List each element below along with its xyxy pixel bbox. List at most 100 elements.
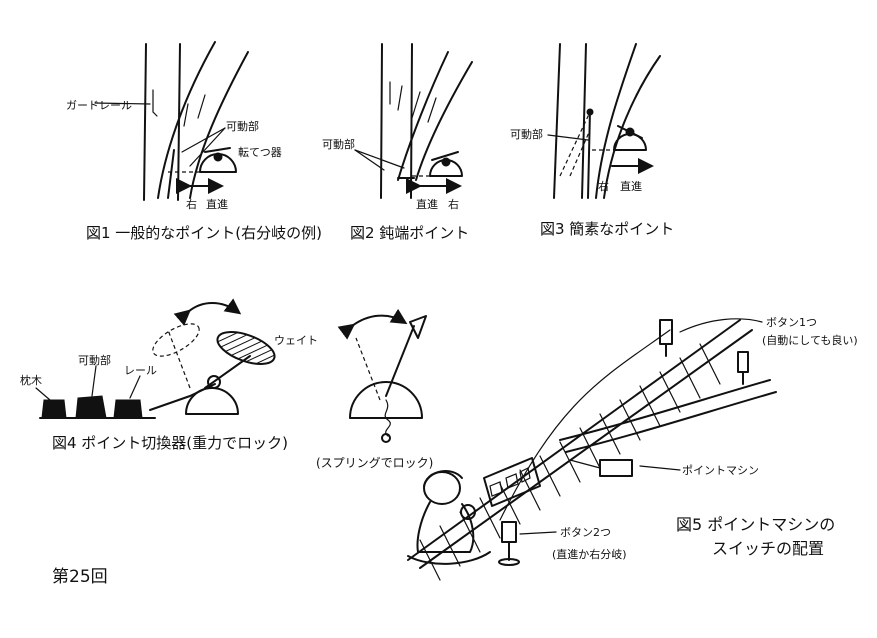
fig5-wire	[499, 329, 671, 521]
fig1-diverging-rail	[157, 41, 216, 199]
fig5-button2-leader	[519, 531, 557, 535]
fig1-movable-rail	[167, 149, 175, 199]
fig4-movable-block	[75, 395, 107, 419]
fig5-button1b-box	[737, 351, 749, 373]
fig5-machine-leader	[639, 465, 681, 471]
fig4-spring-caption: (スプリングでロック)	[316, 456, 434, 470]
fig1-guardrail-left	[152, 89, 158, 117]
fig5-person-cap	[423, 470, 463, 487]
fig2-movable-leader	[354, 149, 385, 171]
fig5-sleepers	[419, 343, 721, 581]
fig2-rail-left	[380, 43, 383, 199]
fig5-person-body	[416, 501, 475, 553]
fig4-rail-label: レール	[124, 364, 157, 377]
fig5-button1-box	[659, 319, 673, 345]
fig4-alt-arm	[167, 329, 191, 389]
fig4-alt-weight	[152, 323, 200, 357]
fig3-movable-leader	[547, 134, 589, 141]
fig3-alt-position-1	[559, 111, 591, 177]
fig4-rail-leader	[129, 375, 141, 399]
fig3-movable-label: 可動部	[510, 128, 543, 141]
fig2-movable-label: 可動部	[322, 138, 355, 151]
fig1-switch-label: 転てつ器	[238, 146, 282, 159]
fig1-straight-label: 直進	[206, 198, 228, 211]
fig3-caption: 図3 簡素なポイント	[540, 220, 675, 238]
fig5-track-main-rail2	[419, 329, 753, 569]
fig4-drawing	[35, 298, 276, 419]
spring-coil	[384, 399, 391, 437]
fig5-point-machine	[599, 459, 633, 477]
fig2-guard-4	[427, 97, 437, 123]
fig4-movable-leader	[91, 365, 97, 397]
fig2-guard-2	[397, 85, 403, 111]
fig2-drawing	[354, 43, 473, 199]
fig2-switch-lever	[431, 151, 459, 161]
fig1-guardrail-leader	[94, 102, 151, 105]
fig1-movable-leader	[181, 127, 226, 153]
fig5-caption-line1: 図5 ポイントマシンの	[676, 515, 836, 534]
fig5-button2-note: (直進か右分岐)	[552, 548, 627, 561]
fig1-switch-lever	[204, 147, 231, 153]
episode-number: 第25回	[52, 567, 108, 587]
fig4-caption: 図4 ポイント切換器(重力でロック)	[52, 434, 289, 452]
fig5-train-windows	[489, 467, 531, 497]
fig5-machine-rod	[569, 459, 601, 469]
fig5-train-body	[483, 457, 541, 507]
fig1-guardrail-mid	[183, 103, 189, 127]
fig3-alt-position-2	[569, 129, 591, 177]
fig4-swing-arrow	[173, 298, 242, 326]
spring-anchor	[381, 433, 391, 443]
fig3-lever-pivot	[625, 127, 635, 137]
fig1-right-label: 右	[186, 198, 197, 211]
fig5-button1-label: ボタン1つ	[766, 316, 817, 329]
fig3-rail-right	[581, 43, 587, 199]
fig4-pivot	[207, 375, 221, 389]
fig1-guardrail-label: ガードレール	[66, 99, 132, 112]
fig4-sleeper-block-1	[41, 399, 67, 419]
spring-swing-arrow	[337, 308, 408, 340]
fig2-rail-right	[410, 43, 413, 199]
fig3-rail-left	[553, 43, 561, 199]
fig1-guardrail-right	[197, 94, 206, 119]
fig5-button2-label: ボタン2つ	[560, 526, 611, 539]
fig2-caption: 図2 鈍端ポイント	[350, 224, 470, 242]
fig5-branch-rail1	[559, 379, 771, 441]
fig1-movable-label: 可動部	[226, 120, 259, 133]
fig5-button1-leader	[679, 318, 763, 333]
fig2-right-label: 右	[448, 198, 459, 211]
fig2-lever-pivot	[441, 157, 451, 167]
fig5-caption-line2: スイッチの配置	[712, 539, 825, 558]
fig2-straight-label: 直進	[416, 198, 438, 211]
fig5-button1-note: (自動にしても良い)	[762, 334, 858, 347]
fig5-button2-base	[498, 558, 520, 566]
fig3-drawing	[547, 43, 661, 199]
fig2-diverging-outer	[415, 61, 473, 181]
fig1-caption: 図1 一般的なポイント(右分岐の例)	[86, 224, 323, 242]
spring-lever	[385, 325, 415, 397]
fig2-guard-3	[411, 91, 421, 119]
fig1-movable-leader2	[189, 127, 226, 167]
fig2-diverging-rail	[397, 51, 449, 181]
fig4-movable-label: 可動部	[78, 354, 111, 367]
fig4-sleeper-leader	[35, 387, 51, 401]
fig3-diverging-rail	[595, 43, 637, 199]
fig4-pivot-housing	[185, 387, 239, 415]
spring-pivot-housing	[349, 381, 423, 419]
fig1-lever-pivot	[213, 152, 223, 162]
fig5-controller	[460, 504, 476, 520]
fig3-right-label: 右	[598, 180, 609, 193]
spring-lever-head	[409, 315, 427, 339]
fig5-drawing	[407, 318, 777, 581]
fig4-sleeper-label: 枕木	[20, 374, 42, 387]
fig3-straight-label: 直進	[620, 180, 642, 193]
fig4-weight-label: ウェイト	[274, 334, 318, 347]
fig5-button2-box	[501, 521, 517, 543]
spring-alt-lever	[355, 337, 381, 401]
fig5-machine-label: ポイントマシン	[682, 464, 759, 477]
fig1-stock-rail-right	[177, 43, 181, 201]
fig4-rail-block	[113, 399, 143, 419]
fig5-person-base	[407, 551, 491, 565]
fig3-diverging-outer	[603, 55, 661, 199]
